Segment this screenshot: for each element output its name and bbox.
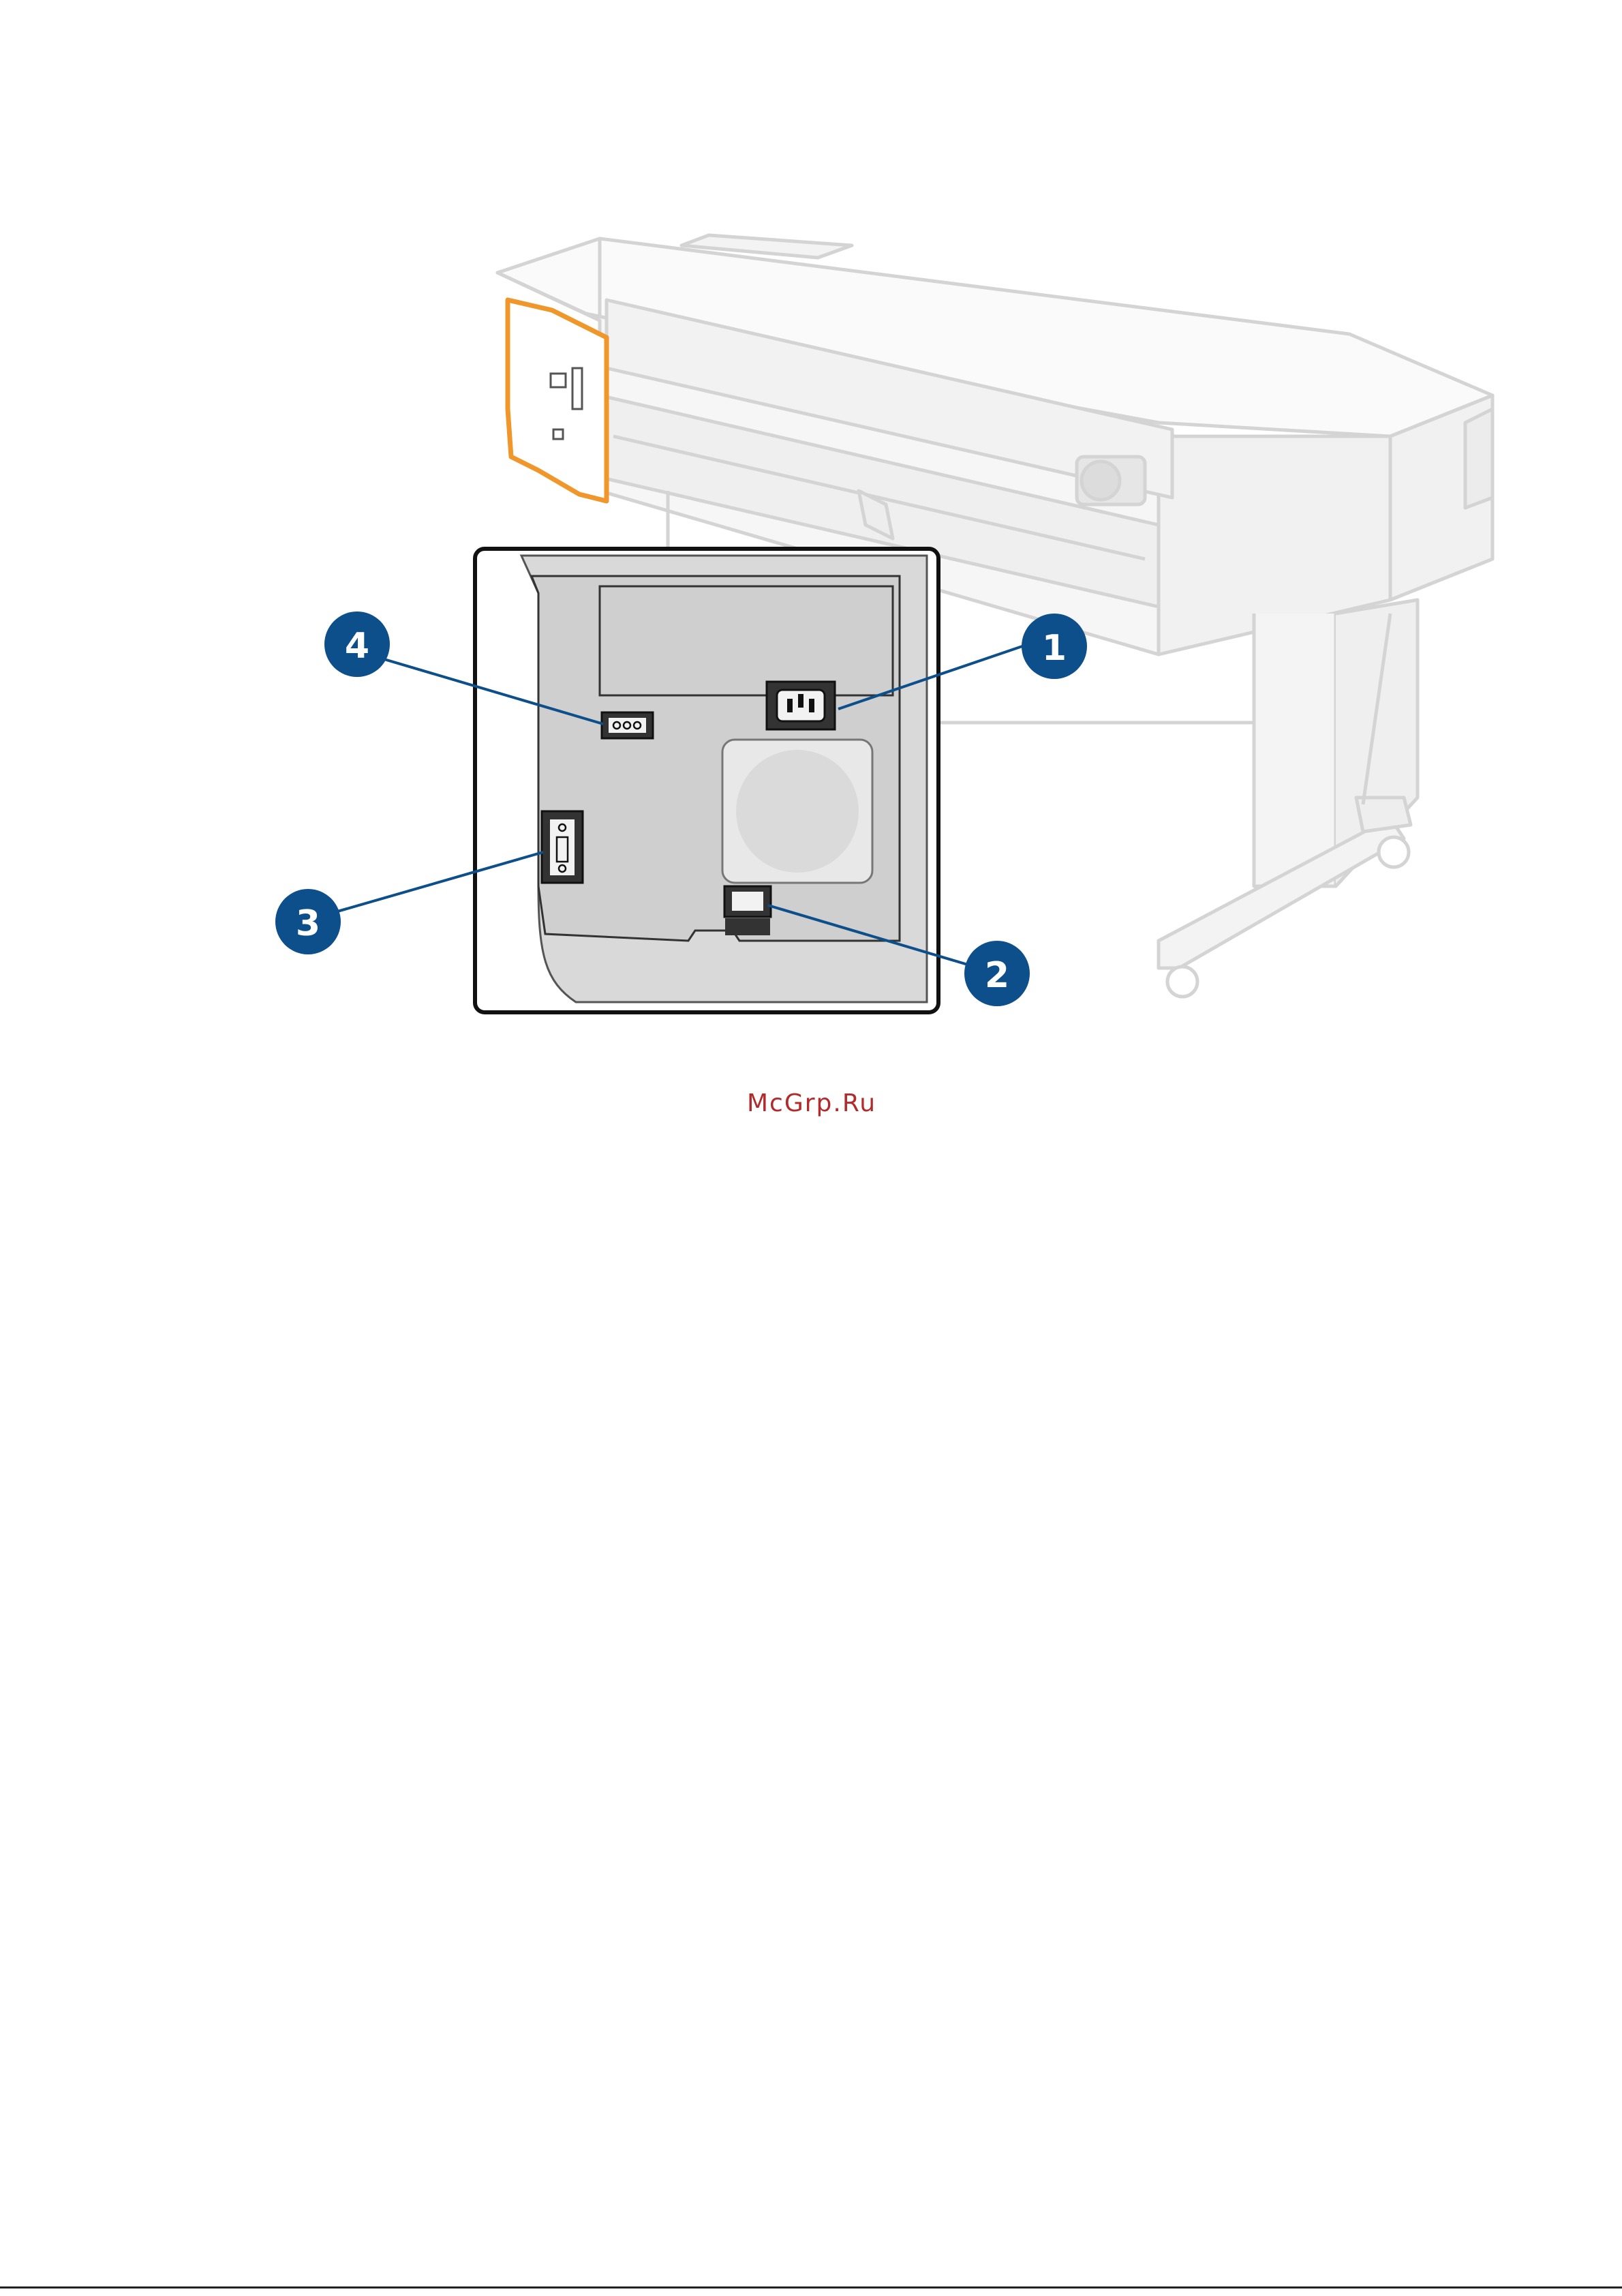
page-footer-divider bbox=[0, 2286, 1622, 2289]
svg-text:3: 3 bbox=[296, 903, 320, 944]
svg-text:4: 4 bbox=[345, 626, 369, 667]
rear-panel-highlight bbox=[508, 300, 607, 501]
callout-3: 3 bbox=[275, 889, 341, 954]
callout-2: 2 bbox=[964, 941, 1030, 1006]
connector-panel-inset bbox=[475, 549, 938, 1012]
svg-text:2: 2 bbox=[985, 955, 1009, 996]
svg-text:1: 1 bbox=[1042, 628, 1067, 669]
callout-4: 4 bbox=[324, 611, 390, 677]
callout-1: 1 bbox=[1022, 614, 1087, 679]
watermark-text: McGrp.Ru bbox=[747, 1089, 876, 1117]
